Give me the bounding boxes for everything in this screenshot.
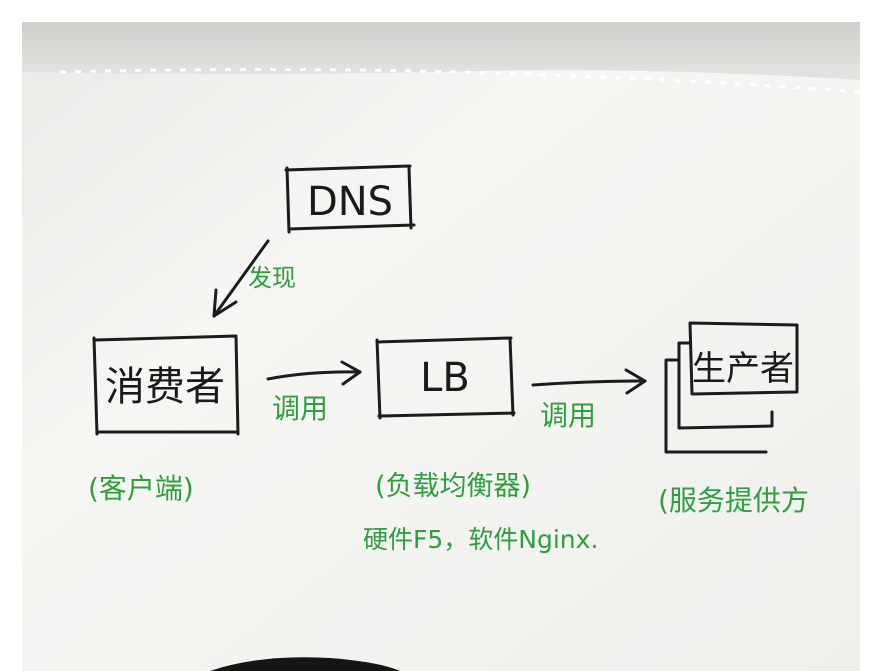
lb-label: LB <box>420 355 470 401</box>
call-arrow-2-head <box>624 368 647 395</box>
consumer-box-border <box>92 334 240 436</box>
call-arrow-1-line <box>266 370 362 381</box>
bottom-dark-object <box>210 657 400 671</box>
dns-node: DNS <box>284 164 416 234</box>
lb-node: LB <box>375 336 516 420</box>
lb-note: (负载均衡器) <box>375 471 531 502</box>
dns-label: DNS <box>307 179 393 225</box>
call-arrow-1-head <box>340 360 362 386</box>
producer-note: (服务提供方 <box>658 484 809 517</box>
edge-consumer-to-lb: 调用 <box>266 360 362 425</box>
call-label-2: 调用 <box>540 399 596 432</box>
lb-box-border <box>375 336 516 420</box>
producer-front-box <box>688 321 799 396</box>
discover-arrow-head <box>212 288 238 318</box>
call-arrow-2-line <box>531 379 647 387</box>
edge-dns-to-consumer: 发现 <box>212 239 296 318</box>
discover-arrow-line <box>212 239 270 318</box>
edge-lb-to-producer: 调用 <box>531 368 647 432</box>
producer-back-box-2 <box>664 358 768 454</box>
producer-back-box-1 <box>677 341 774 430</box>
producer-label: 生产者 <box>692 349 794 389</box>
consumer-node: 消费者 <box>92 334 240 436</box>
lb-examples: 硬件F5，软件Nginx. <box>363 525 598 554</box>
paper-sheet <box>22 22 860 671</box>
call-label-1: 调用 <box>272 392 328 425</box>
consumer-label: 消费者 <box>105 364 225 410</box>
dns-box-border <box>284 164 416 234</box>
producer-node: 生产者 <box>664 321 799 454</box>
consumer-note: (客户端) <box>88 472 194 505</box>
paper-top-edge <box>22 22 860 80</box>
perforation-line <box>59 67 861 94</box>
discover-label: 发现 <box>248 264 296 292</box>
